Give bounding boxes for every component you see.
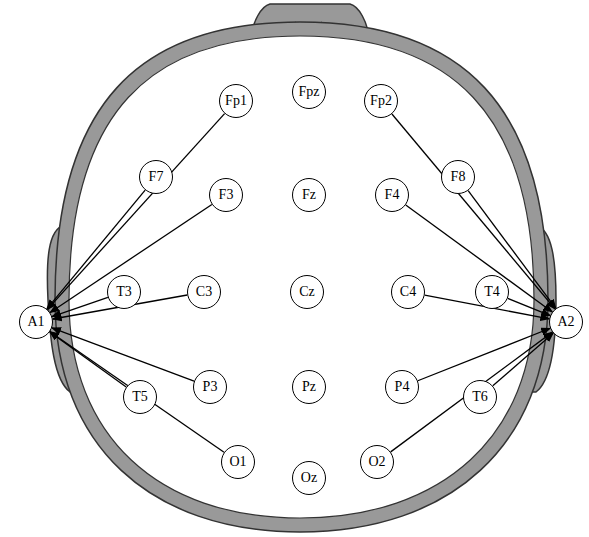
electrode-label: T6: [472, 390, 488, 404]
electrode-label: F7: [149, 170, 164, 184]
electrode-label: Cz: [299, 285, 315, 299]
electrode-circle: Fz: [292, 178, 326, 212]
reference-arrow: [52, 328, 194, 381]
electrode-circle: P3: [193, 370, 227, 404]
reference-arrow: [418, 328, 550, 380]
electrode-label: T4: [484, 285, 500, 299]
electrode-circle: O2: [360, 445, 394, 479]
reference-arrow: [47, 190, 145, 309]
electrode-circle: F4: [375, 178, 409, 212]
electrode-label: A2: [557, 315, 574, 329]
electrode-circle: A1: [19, 305, 53, 339]
electrode-circle: T4: [475, 275, 509, 309]
electrode-circle: C3: [187, 275, 221, 309]
reference-arrow: [47, 114, 224, 310]
electrode-circle: Oz: [292, 461, 326, 495]
reference-arrow: [493, 333, 553, 386]
electrode-circle: Fpz: [292, 75, 326, 109]
electrode-label: Oz: [301, 471, 317, 485]
electrode-label: Fp1: [225, 94, 247, 108]
electrode-circle: Pz: [292, 370, 326, 404]
electrode-label: T3: [116, 285, 132, 299]
electrode-label: P3: [203, 380, 218, 394]
electrode-label: F3: [219, 188, 234, 202]
electrode-label: F8: [451, 170, 466, 184]
electrode-circle: A2: [549, 305, 583, 339]
electrode-circle: P4: [385, 370, 419, 404]
electrode-circle: Fp2: [364, 84, 398, 118]
electrode-label: Fpz: [299, 85, 320, 99]
electrode-label: Fp2: [370, 94, 392, 108]
electrode-circle: F3: [209, 178, 243, 212]
electrode-label: P4: [395, 380, 410, 394]
electrode-label: A1: [27, 315, 44, 329]
reference-arrow: [392, 114, 555, 309]
reference-arrow: [508, 298, 550, 315]
electrode-circle: T5: [123, 380, 157, 414]
electrode-circle: T3: [107, 275, 141, 309]
electrode-circle: T6: [463, 380, 497, 414]
reference-arrow: [468, 191, 556, 309]
electrode-label: Pz: [302, 380, 316, 394]
electrode-circle: Cz: [290, 275, 324, 309]
electrode-circle: F8: [441, 160, 475, 194]
electrode-label: C4: [400, 285, 416, 299]
electrode-label: O2: [368, 455, 385, 469]
electrode-label: O1: [229, 455, 246, 469]
electrode-label: Fz: [302, 188, 316, 202]
electrode-label: T5: [132, 390, 148, 404]
electrode-circle: C4: [391, 275, 425, 309]
electrode-label: C3: [196, 285, 212, 299]
electrode-circle: Fp1: [219, 84, 253, 118]
electrode-circle: F7: [139, 160, 173, 194]
electrode-label: F4: [385, 188, 400, 202]
electrode-circle: O1: [221, 445, 255, 479]
